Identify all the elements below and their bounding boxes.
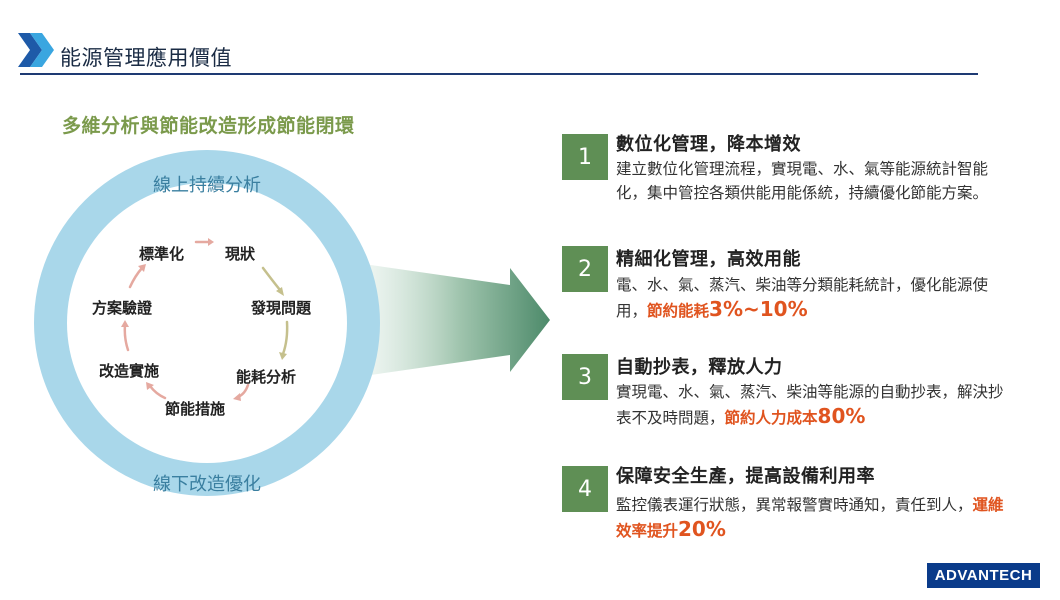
cycle-step: 現狀 [225, 245, 256, 263]
cycle-arrow [123, 323, 130, 352]
cycle-step: 節能措施 [165, 400, 226, 418]
closed-loop-diagram [34, 150, 550, 496]
transition-arrow [350, 262, 550, 378]
item-text: 實現電、水、氣、蒸汽、柴油等能源的自動抄表，解決抄表不及時問題， [616, 383, 1004, 427]
item-body: 監控儀表運行狀態，異常報警實時通知，責任到人，運維效率提升20% [616, 493, 1006, 543]
ring-label-top: 線上持續分析 [153, 175, 261, 196]
cycle-arrow [128, 266, 144, 289]
page-title: 能源管理應用價值 [60, 46, 232, 70]
item-text: 監控儀表運行狀態，異常報警實時通知，責任到人， [616, 496, 973, 514]
highlight-value: 3%~10% [709, 297, 808, 321]
item-title: 自動抄表，釋放人力 [616, 357, 783, 378]
item-body: 實現電、水、氣、蒸汽、柴油等能源的自動抄表，解決抄表不及時問題，節約人力成本80… [616, 380, 1006, 430]
item-body: 建立數位化管理流程，實現電、水、氣等能源統計智能化，集中管控各類供能用能係統，持… [616, 157, 1006, 205]
cycle-step: 方案驗證 [92, 299, 153, 317]
item-number-badge: 1 [562, 134, 608, 180]
ring-label-bottom: 線下改造優化 [153, 474, 261, 495]
item-text: 電、水、氣、蒸汽、柴油等分類能耗統計，優化能源使用， [616, 276, 989, 320]
title-divider [20, 73, 978, 75]
highlight-text: 運維效率提升 [616, 496, 1004, 540]
cycle-arrow [261, 266, 282, 292]
item-text: 建立數位化管理流程，實現電、水、氣等能源統計智能化，集中管控各類供能用能係統，持… [616, 160, 989, 202]
item-number-badge: 3 [562, 354, 608, 400]
cycle-arrow [281, 320, 289, 356]
chevron-logo-icon [18, 33, 54, 67]
highlight-value: 80% [817, 404, 866, 428]
item-title: 保障安全生產，提高設備利用率 [616, 466, 875, 487]
cycle-arrow [148, 384, 167, 400]
cycle-step: 能耗分析 [236, 368, 297, 386]
cycle-step: 標準化 [139, 245, 185, 263]
cycle-step: 改造實施 [99, 362, 160, 380]
highlight-value: 20% [678, 517, 726, 541]
item-number-badge: 2 [562, 246, 608, 292]
highlight-text: 節約能耗 [647, 302, 710, 320]
item-body: 電、水、氣、蒸汽、柴油等分類能耗統計，優化能源使用，節約能耗3%~10% [616, 273, 1006, 323]
item-number-badge: 4 [562, 466, 608, 512]
highlight-text: 節約人力成本 [724, 409, 818, 427]
diagram-subtitle: 多維分析與節能改造形成節能閉環 [62, 115, 355, 137]
item-title: 數位化管理，降本增效 [616, 134, 801, 155]
item-title: 精細化管理，高效用能 [616, 249, 801, 270]
advantech-logo: ADVANTECH [927, 563, 1040, 588]
cycle-step: 發現問題 [251, 299, 312, 317]
